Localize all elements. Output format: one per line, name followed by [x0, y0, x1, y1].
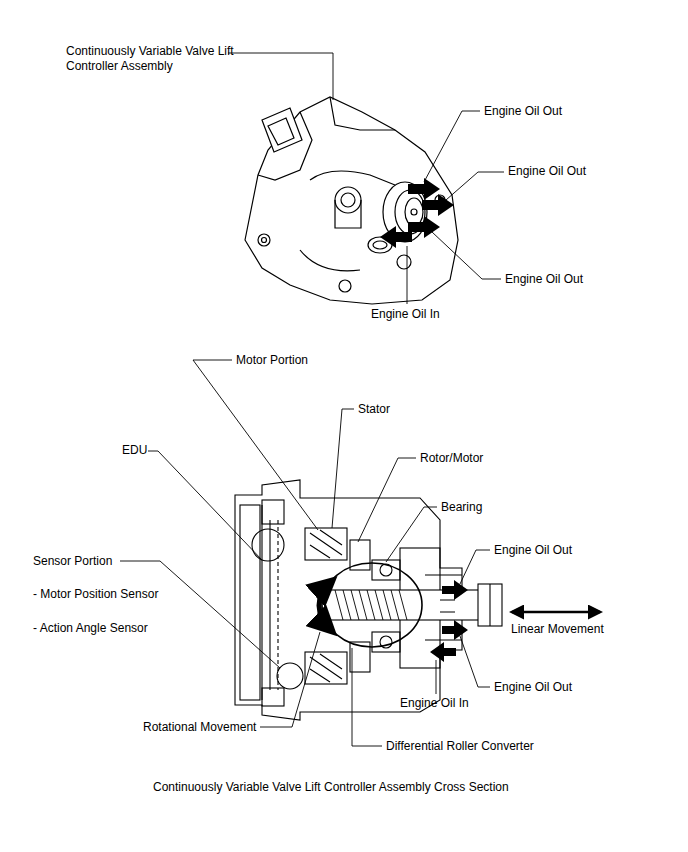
leader-line-part	[436, 660, 437, 694]
oil-flow-arrow	[380, 178, 454, 248]
callout-label: Engine Oil Out	[494, 680, 572, 695]
assembly-exterior-part	[335, 187, 361, 213]
assembly-exterior-part	[330, 97, 395, 130]
callout-label: Rotor/Motor	[420, 451, 483, 466]
callout-label: Linear Movement	[511, 622, 604, 637]
leader-line-part	[260, 632, 320, 727]
assembly-exterior-part	[258, 234, 270, 246]
assembly-exterior-part	[397, 255, 411, 269]
callout-label: Engine Oil In	[371, 307, 440, 322]
leader-line	[120, 53, 504, 746]
linear-movement-arrow-part	[512, 611, 600, 614]
differential-roller-outline-part	[322, 563, 422, 647]
oil-flow-arrow	[430, 580, 468, 662]
cross-section-part	[310, 530, 342, 558]
leader-line-part	[386, 507, 437, 562]
assembly-exterior-part	[262, 108, 302, 152]
assembly-exterior-part	[310, 171, 395, 185]
leader-line-part	[120, 561, 280, 668]
roller-hatching	[335, 590, 407, 620]
oil-flow-arrow-part	[442, 580, 468, 600]
cross-section-part	[261, 505, 262, 700]
callout-label: Engine Oil Out	[508, 164, 586, 179]
leader-line-part	[228, 53, 333, 100]
callout-label: EDU	[122, 443, 147, 458]
assembly-exterior-part	[258, 112, 312, 180]
cross-section-part	[478, 584, 502, 626]
leader-line-part	[460, 636, 490, 687]
leader-line-part	[460, 550, 490, 584]
cross-section-part	[489, 584, 490, 626]
callout-label: Motor Portion	[236, 353, 308, 368]
assembly-exterior-part	[405, 198, 423, 226]
callout-label: Engine Oil Out	[505, 272, 583, 287]
assembly-exterior-part	[268, 118, 294, 145]
assembly-exterior	[245, 97, 458, 304]
callout-label: - Motor Position Sensor	[33, 587, 158, 602]
leader-line-part	[352, 648, 382, 746]
callout-label: Bearing	[441, 500, 482, 515]
callout-label: Continuously Variable Valve Lift Control…	[66, 44, 234, 74]
differential-roller-outline	[322, 563, 422, 647]
callout-label: Engine Oil Out	[484, 104, 562, 119]
assembly-exterior-part	[411, 209, 417, 215]
assembly-exterior-part	[373, 241, 387, 249]
cross-section-part	[310, 654, 342, 682]
leader-line-part	[424, 111, 480, 182]
linear-movement-arrow	[512, 611, 600, 614]
assembly-exterior-part	[339, 280, 351, 292]
oil-flow-arrow-part	[380, 226, 412, 248]
callout-label: - Action Angle Sensor	[33, 621, 148, 636]
leader-line-part	[193, 360, 318, 530]
rotational-movement-arrow	[319, 580, 333, 632]
figure-caption: Continuously Variable Valve Lift Control…	[153, 780, 509, 795]
cross-section-part	[277, 520, 278, 690]
cross-section	[235, 480, 502, 720]
cross-section-part	[262, 500, 284, 524]
assembly-exterior-part	[341, 193, 355, 207]
callout-label: Differential Roller Converter	[386, 739, 534, 754]
cross-section-part	[325, 590, 500, 620]
assembly-exterior-part	[262, 238, 267, 243]
cross-section-part	[305, 652, 347, 684]
cross-section-part	[262, 688, 284, 706]
cross-section-part	[277, 663, 303, 689]
leader-line-part	[332, 409, 354, 528]
leader-line-part	[446, 172, 504, 200]
callout-label: Sensor Portion	[33, 554, 112, 569]
assembly-exterior-part	[245, 97, 458, 304]
callout-label: Rotational Movement	[143, 720, 256, 735]
leader-line-part	[432, 232, 501, 279]
roller-hatching-part	[335, 590, 407, 620]
cross-section-part	[269, 520, 270, 690]
cross-section-part	[440, 600, 455, 612]
assembly-exterior-part	[335, 200, 361, 228]
cross-section-part	[240, 505, 260, 700]
cross-section-part	[252, 529, 284, 561]
oil-flow-arrow-part	[430, 642, 456, 662]
oil-flow-arrow-part	[442, 620, 468, 640]
callout-label: Stator	[358, 402, 390, 417]
callout-label: Engine Oil Out	[494, 543, 572, 558]
leader-line-part	[148, 451, 262, 560]
leader-line-part	[407, 246, 408, 304]
callout-label: Engine Oil In	[400, 696, 469, 711]
leader-line-part	[358, 458, 416, 542]
assembly-exterior-part	[300, 250, 360, 271]
rotational-movement-arrow-part	[319, 580, 333, 632]
cross-section-part	[305, 528, 347, 560]
